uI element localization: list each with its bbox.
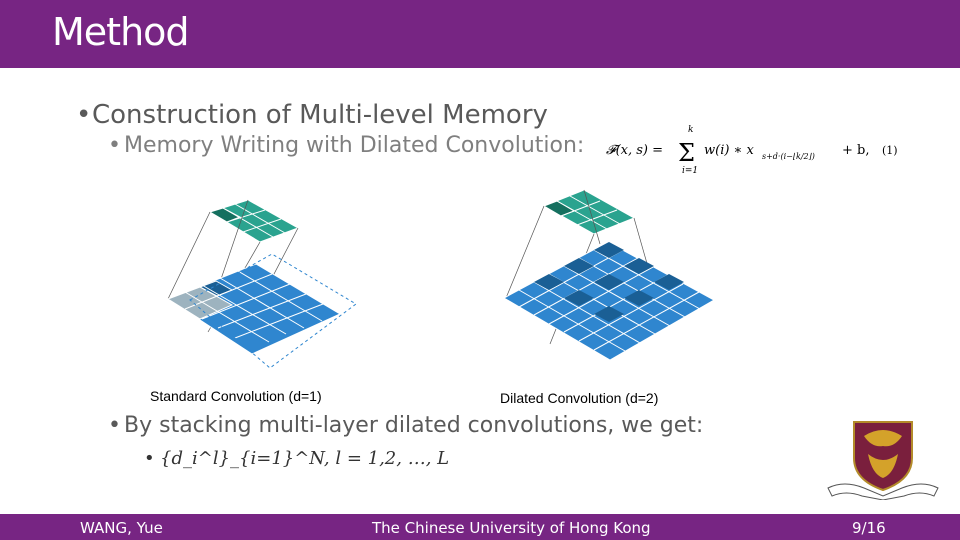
bullet-level2-a: •Memory Writing with Dilated Convolution… (108, 133, 584, 158)
bullet-level3-math: {d_i^l}_{i=1}^N, l = 1,2, …, L (160, 448, 450, 469)
kernel-grid-top (542, 189, 636, 235)
dilated-conv-equation: 𝓕(x, s) = k Σ i=1 w(i) ∗ x s+d·(i−⌊k/2⌋)… (606, 125, 898, 176)
bullet-level1: •Construction of Multi-level Memory (76, 100, 548, 130)
dilated-active-cells (534, 242, 684, 322)
kernel-grid-top (208, 199, 300, 243)
bullet-level2-b: •By stacking multi-layer dilated convolu… (108, 413, 703, 438)
equation-rhs: w(i) ∗ x (704, 143, 755, 158)
university-crest-logo (827, 421, 939, 500)
equation-subscript: s+d·(i−⌊k/2⌋) (762, 152, 815, 161)
equation-sigma: Σ (678, 139, 695, 167)
left-caption: Standard Convolution (d=1) (150, 388, 322, 404)
title-bar (0, 0, 960, 68)
input-grid (502, 241, 716, 361)
slide-title: Method (52, 10, 190, 54)
bullet-dot: • (108, 413, 121, 438)
equation-sum-lower: i=1 (682, 166, 698, 176)
bullet-level3: •{d_i^l}_{i=1}^N, l = 1,2, …, L (144, 448, 449, 469)
footer-author: WANG, Yue (80, 519, 163, 537)
equation-tail: + b, (842, 143, 869, 158)
bullet-dot: • (76, 100, 92, 130)
bullet-level1-text: Construction of Multi-level Memory (92, 100, 548, 130)
bullet-dot: • (144, 448, 155, 469)
input-grid (166, 263, 342, 355)
bullet-level2-b-text: By stacking multi-layer dilated convolut… (124, 413, 704, 438)
standard-convolution-figure (166, 199, 357, 369)
bullet-level2-a-text: Memory Writing with Dilated Convolution: (124, 133, 585, 158)
equation-number: (1) (882, 144, 898, 157)
equation-sum-upper: k (688, 125, 693, 135)
equation-lhs: 𝓕(x, s) = (606, 143, 663, 158)
footer-page-number: 9/16 (852, 519, 886, 537)
footer-bar (0, 514, 960, 540)
dilated-convolution-figure (502, 189, 716, 361)
right-caption: Dilated Convolution (d=2) (500, 390, 659, 406)
padding-outline (189, 253, 357, 369)
bullet-dot: • (108, 133, 121, 158)
footer-institution: The Chinese University of Hong Kong (372, 519, 651, 537)
